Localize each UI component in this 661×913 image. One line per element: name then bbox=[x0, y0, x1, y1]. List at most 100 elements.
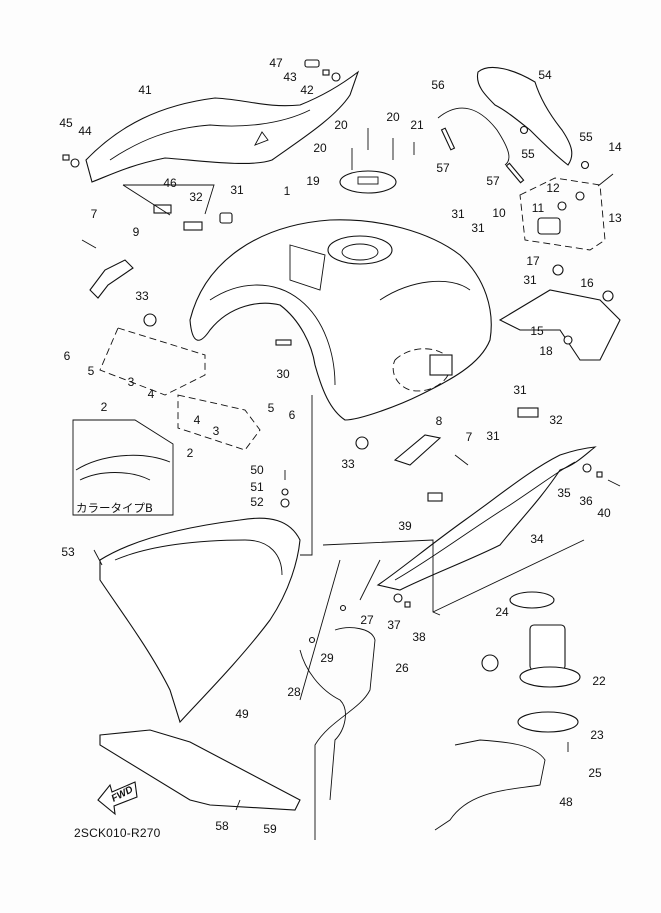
bolt-18[interactable] bbox=[563, 335, 573, 345]
callout-27[interactable]: 27 bbox=[360, 613, 374, 627]
callout-1[interactable]: 1 bbox=[283, 184, 291, 198]
callout-37[interactable]: 37 bbox=[387, 618, 401, 632]
callout-57-a[interactable]: 57 bbox=[436, 161, 450, 175]
callout-25[interactable]: 25 bbox=[588, 766, 602, 780]
emblem-39[interactable] bbox=[427, 492, 443, 502]
hose-26[interactable] bbox=[314, 627, 376, 840]
screw-47[interactable] bbox=[304, 59, 320, 68]
bolt-7a[interactable] bbox=[81, 239, 97, 249]
bolt-14[interactable] bbox=[597, 173, 614, 187]
plate-23[interactable] bbox=[517, 711, 579, 733]
nut-55[interactable] bbox=[519, 125, 590, 170]
callout-49[interactable]: 49 bbox=[235, 707, 249, 721]
callout-10[interactable]: 10 bbox=[492, 206, 506, 220]
side-cover-34[interactable] bbox=[376, 446, 597, 591]
callout-22[interactable]: 22 bbox=[592, 674, 606, 688]
emblem-32a[interactable] bbox=[183, 221, 203, 231]
callout-45[interactable]: 45 bbox=[59, 116, 73, 130]
callout-32-b[interactable]: 32 bbox=[549, 413, 563, 427]
callout-55-b[interactable]: 55 bbox=[579, 130, 593, 144]
callout-30[interactable]: 30 bbox=[276, 367, 290, 381]
callout-31-d[interactable]: 31 bbox=[523, 273, 537, 287]
grommet-35-36-40[interactable] bbox=[582, 463, 621, 487]
cover-58-59[interactable] bbox=[99, 729, 301, 811]
callout-55-a[interactable]: 55 bbox=[521, 147, 535, 161]
callout-33-a[interactable]: 33 bbox=[135, 289, 149, 303]
bracket-9[interactable] bbox=[89, 259, 134, 299]
cover-54[interactable] bbox=[476, 66, 573, 166]
grommet-42[interactable] bbox=[331, 72, 341, 82]
clips-27-29[interactable] bbox=[308, 604, 347, 644]
damper-31a[interactable] bbox=[219, 212, 233, 224]
callout-38[interactable]: 38 bbox=[412, 630, 426, 644]
bracket-15[interactable] bbox=[498, 289, 621, 361]
callout-58[interactable]: 58 bbox=[215, 819, 229, 833]
callout-2-b[interactable]: 2 bbox=[186, 446, 194, 460]
callout-33-b[interactable]: 33 bbox=[341, 457, 355, 471]
callout-46[interactable]: 46 bbox=[163, 176, 177, 190]
callout-34[interactable]: 34 bbox=[530, 532, 544, 546]
callout-41[interactable]: 41 bbox=[138, 83, 152, 97]
emblem-32b[interactable] bbox=[517, 407, 539, 418]
callout-14[interactable]: 14 bbox=[608, 140, 622, 154]
callout-7-a[interactable]: 7 bbox=[90, 207, 98, 221]
hose-48[interactable] bbox=[434, 739, 546, 831]
side-cover-41[interactable] bbox=[85, 70, 360, 183]
callout-4-b[interactable]: 4 bbox=[193, 413, 201, 427]
cap-19[interactable] bbox=[339, 170, 397, 194]
damper-17[interactable] bbox=[552, 264, 564, 276]
callout-39[interactable]: 39 bbox=[398, 519, 412, 533]
callout-35[interactable]: 35 bbox=[557, 486, 571, 500]
bolt-53[interactable] bbox=[93, 549, 103, 566]
callout-3-b[interactable]: 3 bbox=[212, 424, 220, 438]
side-cover-49[interactable] bbox=[99, 517, 301, 724]
grommet-37-38[interactable] bbox=[393, 593, 411, 608]
callout-28[interactable]: 28 bbox=[287, 685, 301, 699]
callout-31-a[interactable]: 31 bbox=[230, 183, 244, 197]
callout-29[interactable]: 29 bbox=[320, 651, 334, 665]
callout-11[interactable]: 11 bbox=[531, 201, 545, 215]
damper-16[interactable] bbox=[602, 290, 614, 302]
callout-31-f[interactable]: 31 bbox=[486, 429, 500, 443]
callout-17[interactable]: 17 bbox=[526, 254, 540, 268]
callout-26[interactable]: 26 bbox=[395, 661, 409, 675]
callout-12[interactable]: 12 bbox=[546, 181, 560, 195]
callout-5-b[interactable]: 5 bbox=[267, 401, 275, 415]
emblem-46[interactable] bbox=[153, 204, 172, 214]
grommet-44[interactable] bbox=[70, 158, 80, 168]
callout-24[interactable]: 24 bbox=[495, 605, 509, 619]
callout-56[interactable]: 56 bbox=[431, 78, 445, 92]
callout-15[interactable]: 15 bbox=[530, 324, 544, 338]
callout-13[interactable]: 13 bbox=[608, 211, 622, 225]
callout-18[interactable]: 18 bbox=[539, 344, 553, 358]
callout-2-a[interactable]: 2 bbox=[100, 400, 108, 414]
callout-42[interactable]: 42 bbox=[300, 83, 314, 97]
callout-8[interactable]: 8 bbox=[435, 414, 443, 428]
callout-36[interactable]: 36 bbox=[579, 494, 593, 508]
clamp-11-12[interactable] bbox=[537, 191, 585, 235]
callout-59[interactable]: 59 bbox=[263, 822, 277, 836]
collar-43[interactable] bbox=[322, 69, 330, 76]
callout-31-e[interactable]: 31 bbox=[513, 383, 527, 397]
callout-7-b[interactable]: 7 bbox=[465, 430, 473, 444]
callout-19[interactable]: 19 bbox=[306, 174, 320, 188]
callout-48[interactable]: 48 bbox=[559, 795, 573, 809]
callout-4-a[interactable]: 4 bbox=[147, 387, 155, 401]
callout-3-a[interactable]: 3 bbox=[127, 375, 135, 389]
fuel-tank-1[interactable] bbox=[189, 219, 492, 421]
callout-20-a[interactable]: 20 bbox=[334, 118, 348, 132]
callout-51[interactable]: 51 bbox=[250, 480, 264, 494]
bolt-7b[interactable] bbox=[454, 454, 469, 466]
callout-47[interactable]: 47 bbox=[269, 56, 283, 70]
screw-50-51-52[interactable] bbox=[280, 470, 290, 508]
fuel-pump-22[interactable] bbox=[481, 591, 581, 688]
callout-44[interactable]: 44 bbox=[78, 124, 92, 138]
callout-9[interactable]: 9 bbox=[132, 225, 140, 239]
callout-16[interactable]: 16 bbox=[580, 276, 594, 290]
callout-32-a[interactable]: 32 bbox=[189, 190, 203, 204]
collar-45[interactable] bbox=[62, 154, 70, 161]
callout-50[interactable]: 50 bbox=[250, 463, 264, 477]
callout-54[interactable]: 54 bbox=[538, 68, 552, 82]
hose-28[interactable] bbox=[299, 649, 346, 801]
callout-20-c[interactable]: 20 bbox=[386, 110, 400, 124]
